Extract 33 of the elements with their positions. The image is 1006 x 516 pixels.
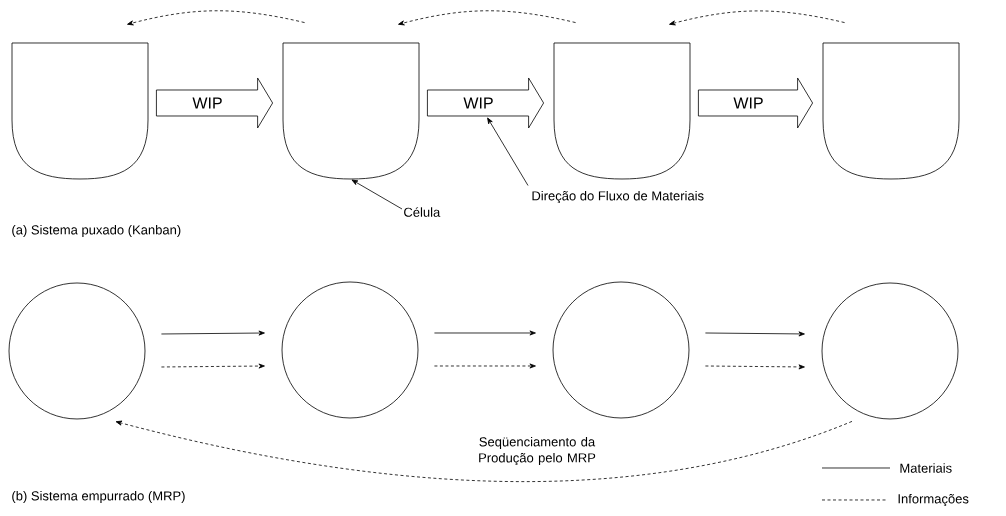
- leader-line: [487, 117, 529, 186]
- edge-label: WIP: [463, 97, 493, 109]
- arrow: [127, 10, 305, 26]
- edge-label: Seqüenciamento da Produção pelo MRP: [479, 436, 596, 466]
- caption: (b) Sistema empurrado (MRP): [12, 490, 185, 504]
- legend-text: Informações: [898, 493, 969, 507]
- circle: [281, 281, 419, 419]
- arrow: [705, 331, 805, 337]
- edge-label: WIP: [192, 97, 222, 109]
- arrow: [705, 364, 805, 370]
- block-arrow: [698, 77, 813, 129]
- cell-shape: [822, 42, 960, 180]
- arrow: [434, 363, 536, 369]
- arrow: [161, 363, 265, 369]
- cell-shape: [553, 42, 691, 180]
- arrow: [434, 330, 536, 336]
- callout-text: Célula: [404, 207, 441, 217]
- circle: [8, 282, 146, 420]
- cell-shape: [11, 42, 149, 180]
- caption: (a) Sistema puxado (Kanban): [12, 224, 181, 238]
- legend-text: Materiais: [900, 463, 952, 473]
- block-arrow: [156, 77, 273, 129]
- leader-line: [351, 179, 403, 210]
- arrow: [398, 10, 576, 26]
- arrow: [669, 10, 845, 26]
- arrow: [161, 330, 265, 336]
- arrow: [115, 420, 853, 482]
- circle: [821, 282, 959, 420]
- cell-shape: [282, 42, 420, 180]
- callout-text: Direção do Fluxo de Materiais: [532, 190, 704, 204]
- circle: [552, 281, 690, 419]
- edge-label: WIP: [733, 97, 763, 109]
- block-arrow: [427, 77, 544, 129]
